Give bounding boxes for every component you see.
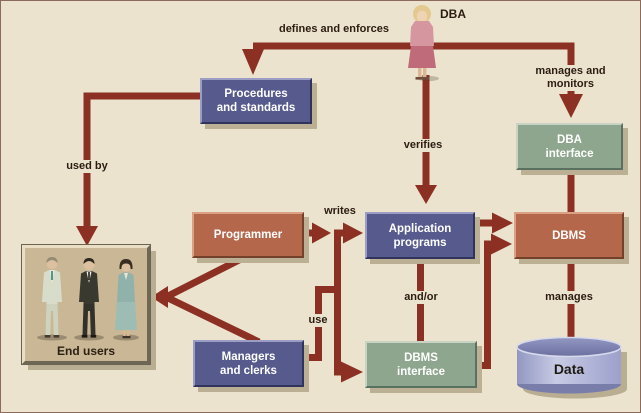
dba-blouse <box>410 21 434 46</box>
box-label-line: DBMS <box>552 229 586 242</box>
end-users-figures <box>37 257 139 341</box>
dba-face <box>416 10 428 23</box>
box-label-line: DBMS <box>404 351 438 364</box>
end-users-panel: End users <box>22 245 150 364</box>
box-label-line: DBA <box>557 133 582 146</box>
arrowhead-writes-junction <box>312 222 331 244</box>
arrowhead-into-procedures <box>242 49 264 75</box>
box-programmer: Programmer <box>192 212 304 258</box>
box-label-line: interface <box>545 147 594 160</box>
label-dba: DBA <box>440 7 466 21</box>
edge-used-by <box>83 92 200 227</box>
box-dba-interface: DBA interface <box>516 123 623 170</box>
arrowhead-into-end-users-right <box>151 286 168 308</box>
dba-shoes <box>415 77 430 80</box>
label-use: use <box>304 314 332 327</box>
box-label-line: Programmer <box>213 229 283 241</box>
dba-legs <box>418 68 427 78</box>
end-user-man-light-suit <box>37 257 67 341</box>
box-label-line: interface <box>397 365 445 378</box>
arrowhead-into-dbms-lower <box>491 233 512 255</box>
label-writes: writes <box>324 205 356 217</box>
cylinder-top <box>516 336 622 358</box>
box-managers-and-clerks: Managers and clerks <box>193 340 304 387</box>
label-and-or: and/or <box>400 291 442 304</box>
label-line: manages and <box>535 65 606 77</box>
arrowhead-into-dbms-upper <box>492 212 513 234</box>
edge-dbmsinterface-to-dbms <box>477 240 492 369</box>
end-user-woman <box>113 259 139 341</box>
arrowhead-into-end-users-top <box>76 226 98 246</box>
edge-serve-end-users <box>158 255 261 346</box>
box-label-line: Procedures <box>224 88 288 100</box>
arrowheads <box>76 49 583 383</box>
data-cylinder <box>516 336 627 399</box>
box-application-programs: Application programs <box>365 212 475 259</box>
box-label-line: and standards <box>216 102 296 114</box>
end-users-label: End users <box>56 344 116 358</box>
label-verifies: verifies <box>398 139 448 152</box>
label-manages: manages <box>541 291 597 304</box>
box-label-line: programs <box>393 236 447 249</box>
label-used-by: used by <box>63 160 111 173</box>
end-user-man-dark-suit <box>74 258 104 341</box>
box-label-line: Managers <box>221 350 276 363</box>
data-store: Data <box>514 336 632 402</box>
label-defines-and-enforces: defines and enforces <box>278 23 390 35</box>
dba-skirt <box>408 46 436 68</box>
box-label-line: and clerks <box>220 364 277 377</box>
box-procedures-and-standards: Procedures and standards <box>200 78 312 124</box>
dba-person-figure <box>408 5 439 82</box>
arrowhead-into-application-programs-left <box>343 222 363 244</box>
box-dbms-interface: DBMS interface <box>365 341 477 388</box>
label-line: monitors <box>546 78 595 90</box>
arrowhead-into-dbms-interface <box>341 361 363 383</box>
arrowhead-into-dba-interface <box>559 94 583 118</box>
dba-hair-fringe <box>413 5 431 14</box>
box-dbms: DBMS <box>514 212 624 259</box>
box-label-line: Application <box>388 222 452 235</box>
arrowhead-into-application-programs-top <box>415 185 437 204</box>
data-label: Data <box>553 361 585 377</box>
label-manages-and-monitors: manages and monitors <box>520 65 621 91</box>
